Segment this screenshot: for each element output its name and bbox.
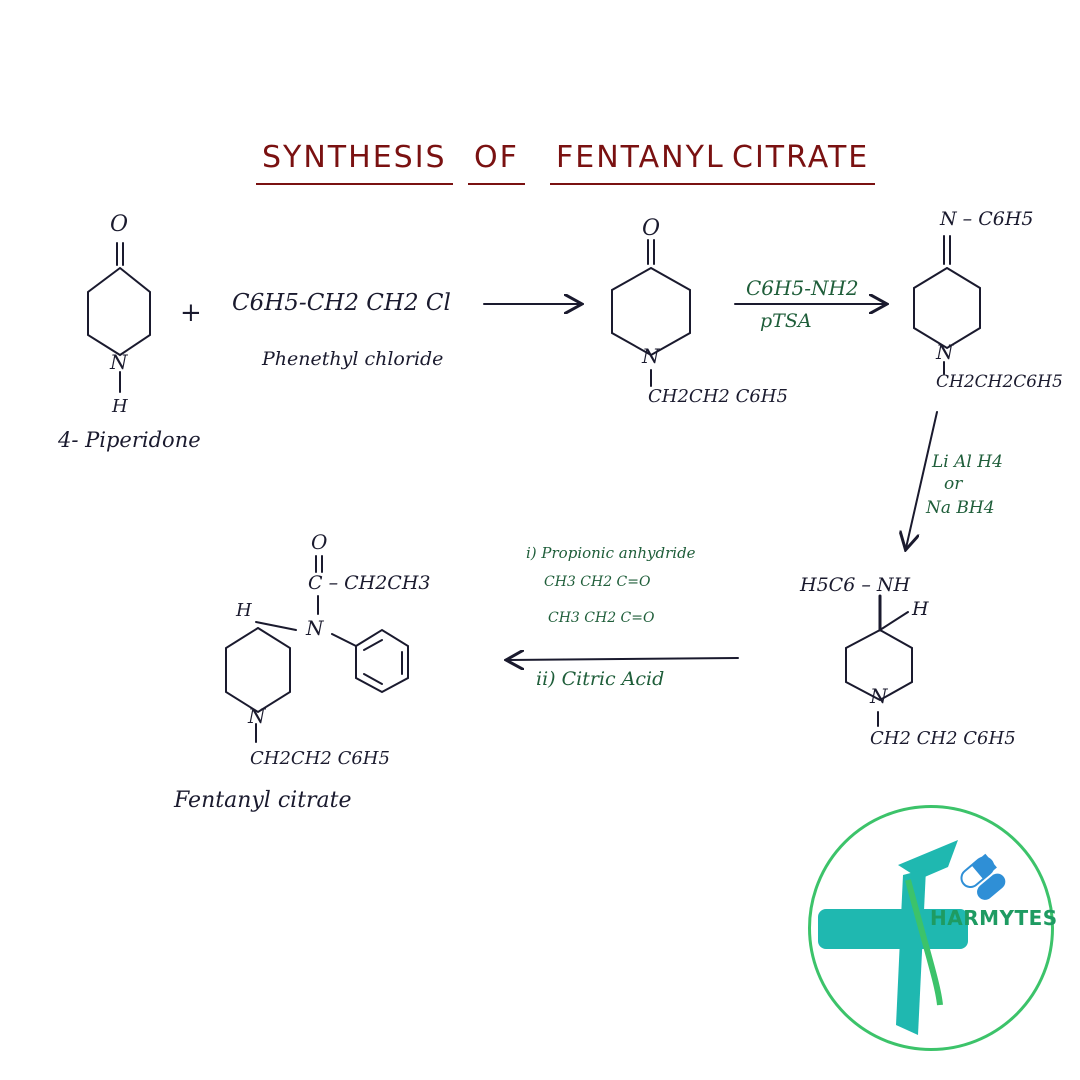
imine-structure (913, 235, 981, 375)
start-oxygen-label: O (110, 212, 129, 237)
piperidone-structure (87, 242, 151, 393)
int3-substituent: CH2 CH2 C6H5 (870, 728, 1016, 749)
product-hydrogen-label: H (236, 600, 252, 621)
product-carbonyl-label: C – CH2CH3 (308, 572, 431, 594)
plus-sign: + (180, 298, 202, 328)
int2-substituent: CH2CH2C6H5 (936, 372, 1063, 392)
product-oxygen-label: O (311, 530, 328, 554)
product-substituent: CH2CH2 C6H5 (250, 748, 390, 769)
arrow-step3 (906, 411, 938, 548)
int3-hydrogen-label: H (912, 598, 929, 620)
step4-line3: CH3 CH2 C=O (548, 610, 655, 626)
start-nitrogen-label: N (110, 350, 128, 374)
product-name: Fentanyl citrate (174, 788, 352, 813)
fentanyl-structure (225, 555, 409, 743)
int2-nitrogen-label: N (936, 340, 954, 364)
int1-substituent: CH2CH2 C6H5 (648, 386, 788, 407)
logo-text: HARMYTES (930, 906, 1058, 930)
step4-line1: i) Propionic anhydride (526, 544, 696, 562)
int3-nitrogen-label: N (870, 684, 888, 708)
step4-line2: CH3 CH2 C=O (544, 574, 651, 590)
step2-reagent: C6H5-NH2 (746, 276, 859, 300)
logo-ring (808, 805, 1054, 1051)
title-citrate: CITRATE (725, 140, 876, 185)
reagent-formula: C6H5-CH2 CH2 Cl (232, 290, 451, 316)
title-fentanyl: FENTANYL (550, 140, 731, 185)
step3-reagent2: Na BH4 (926, 498, 995, 518)
amine-structure (845, 594, 913, 727)
arrow-step4 (508, 658, 739, 660)
step3-reagent1: Li Al H4 (932, 452, 1003, 472)
product-ring-nitrogen: N (248, 704, 266, 728)
int1-nitrogen-label: N (642, 344, 660, 368)
title-of: OF (468, 140, 525, 185)
start-hydrogen-label: H (112, 396, 128, 417)
int2-imine-label: N – C6H5 (940, 208, 1034, 230)
start-compound-name: 4- Piperidone (58, 428, 201, 452)
product-amide-nitrogen: N (306, 616, 324, 640)
reagent-name: Phenethyl chloride (262, 348, 444, 370)
step4-line4: ii) Citric Acid (536, 668, 665, 690)
int1-oxygen-label: O (642, 216, 661, 241)
title-synthesis: SYNTHESIS (256, 140, 453, 185)
step2-catalyst: pTSA (760, 310, 812, 332)
int3-amine-label: H5C6 – NH (800, 574, 911, 596)
step3-or: or (944, 474, 963, 494)
pharmytes-logo-icon (818, 840, 1006, 1035)
n-phenethyl-piperidone-structure (611, 239, 691, 387)
